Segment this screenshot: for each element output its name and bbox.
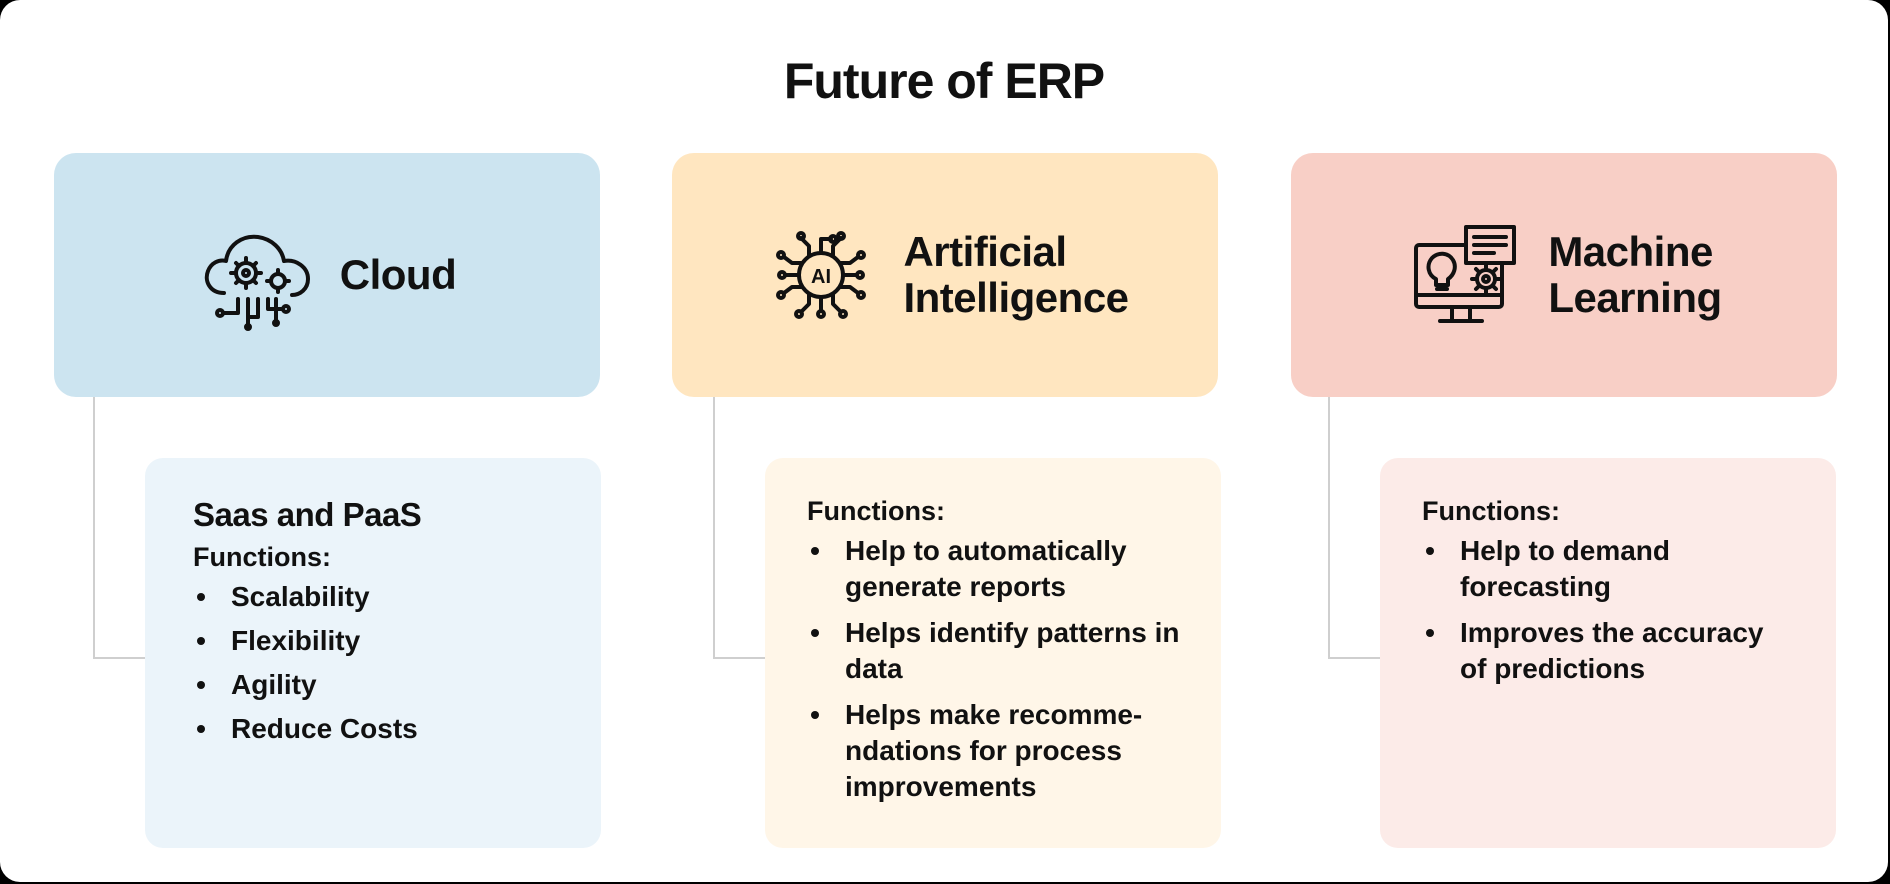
list-item: Flexibility [193,623,601,659]
list-item: Help to automatically generate reports [807,533,1181,605]
cloud-subtitle: Saas and PaaS [193,496,422,533]
list-item: Improves the accuracy of predictions [1422,615,1796,687]
cloud-header-card: Cloud [54,153,600,397]
ml-header-card: Machine Learning [1291,153,1837,397]
cloud-connector-vertical [93,397,95,659]
list-item: Helps make recomme-ndations for process … [807,697,1181,805]
list-item: Help to demand forecasting [1422,533,1796,605]
ai-title: Artificial Intelligence [903,228,1129,321]
cloud-gear-circuit-icon [198,215,318,335]
ai-header-card: AI Artificial Intelligence [672,153,1218,397]
page-title: Future of ERP [783,53,1105,109]
ml-detail-card: Functions: Help to demand forecasting Im… [1380,458,1836,848]
cloud-connector-horizontal [93,657,145,659]
cloud-function-list: Scalability Flexibility Agility Reduce C… [193,579,601,747]
svg-text:AI: AI [811,266,831,288]
ai-connector-vertical [713,397,715,659]
cloud-functions-label: Functions: [193,542,331,572]
cloud-detail-card: Saas and PaaS Functions: Scalability Fle… [145,458,601,848]
ai-connector-horizontal [713,657,765,659]
ai-functions-label: Functions: [807,496,945,526]
monitor-lightbulb-gear-icon [1406,215,1526,335]
list-item: Agility [193,667,601,703]
ai-chip-icon: AI [761,215,881,335]
cloud-title: Cloud [339,251,457,298]
list-item: Reduce Costs [193,711,601,747]
ml-connector-vertical [1328,397,1330,659]
list-item: Scalability [193,579,601,615]
ai-detail-card: Functions: Help to automatically generat… [765,458,1221,848]
ml-connector-horizontal [1328,657,1380,659]
ml-function-list: Help to demand forecasting Improves the … [1422,533,1796,687]
ml-functions-label: Functions: [1422,496,1560,526]
list-item: Helps identify patterns in data [807,615,1181,687]
ai-function-list: Help to automatically generate reports H… [807,533,1181,805]
ml-title: Machine Learning [1548,228,1722,321]
